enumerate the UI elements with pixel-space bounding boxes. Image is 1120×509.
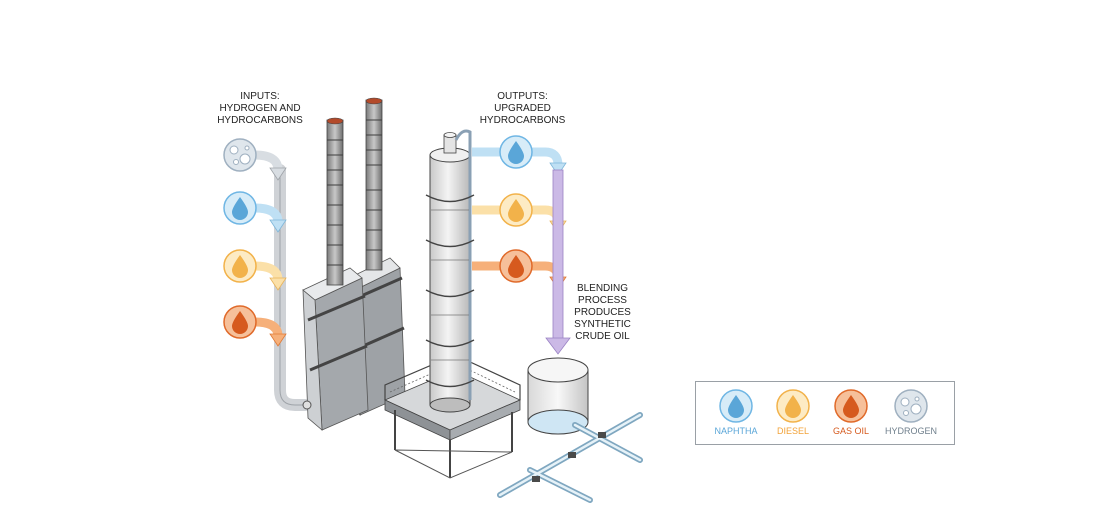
pipeline <box>497 412 643 503</box>
legend-label-gas-oil: GAS OIL <box>832 426 869 436</box>
smokestack-right <box>365 97 383 271</box>
legend: NAPHTHA DIESEL GAS OIL HYDROGEN <box>695 381 955 445</box>
naphtha-drop-icon <box>719 389 753 423</box>
blending-label: BLENDING PROCESS PRODUCES SYNTHETIC CRUD… <box>574 283 631 342</box>
input-arrow-diesel <box>254 261 287 291</box>
hydrogen-bubbles-icon <box>894 389 928 423</box>
legend-item-hydrogen: HYDROGEN <box>881 388 941 437</box>
legend-item-naphtha: NAPHTHA <box>706 388 766 437</box>
diesel-drop-icon <box>776 389 810 423</box>
outputs-label: OUTPUTS: UPGRADED HYDROCARBONS <box>479 91 566 126</box>
storage-tank <box>527 357 589 435</box>
legend-item-gas-oil: GAS OIL <box>821 388 881 437</box>
output-arrow-naphtha <box>472 147 567 176</box>
input-arrow-gas-oil <box>254 317 287 347</box>
input-arrow-naphtha <box>254 203 287 233</box>
furnace-left <box>302 267 369 431</box>
legend-label-hydrogen: HYDROGEN <box>884 426 937 436</box>
inputs-label: INPUTS: HYDROGEN AND HYDROCARBONS <box>217 91 303 126</box>
legend-item-diesel: DIESEL <box>763 388 823 437</box>
input-pipe <box>274 164 311 411</box>
gas-oil-drop-icon <box>834 389 868 423</box>
output-naphtha-icon <box>499 135 533 169</box>
output-gas-oil-icon <box>499 249 533 283</box>
legend-label-diesel: DIESEL <box>776 426 809 436</box>
input-gas-oil-icon <box>223 305 257 339</box>
input-diesel-icon <box>223 249 257 283</box>
legend-label-naphtha: NAPHTHA <box>714 426 758 436</box>
output-diesel-icon <box>499 193 533 227</box>
distillation-column <box>425 129 475 413</box>
input-hydrogen-icon <box>223 138 257 172</box>
smokestack-left <box>326 117 344 286</box>
blending-arrow <box>545 169 571 355</box>
input-naphtha-icon <box>223 191 257 225</box>
input-arrow-hydrogen <box>254 150 287 181</box>
